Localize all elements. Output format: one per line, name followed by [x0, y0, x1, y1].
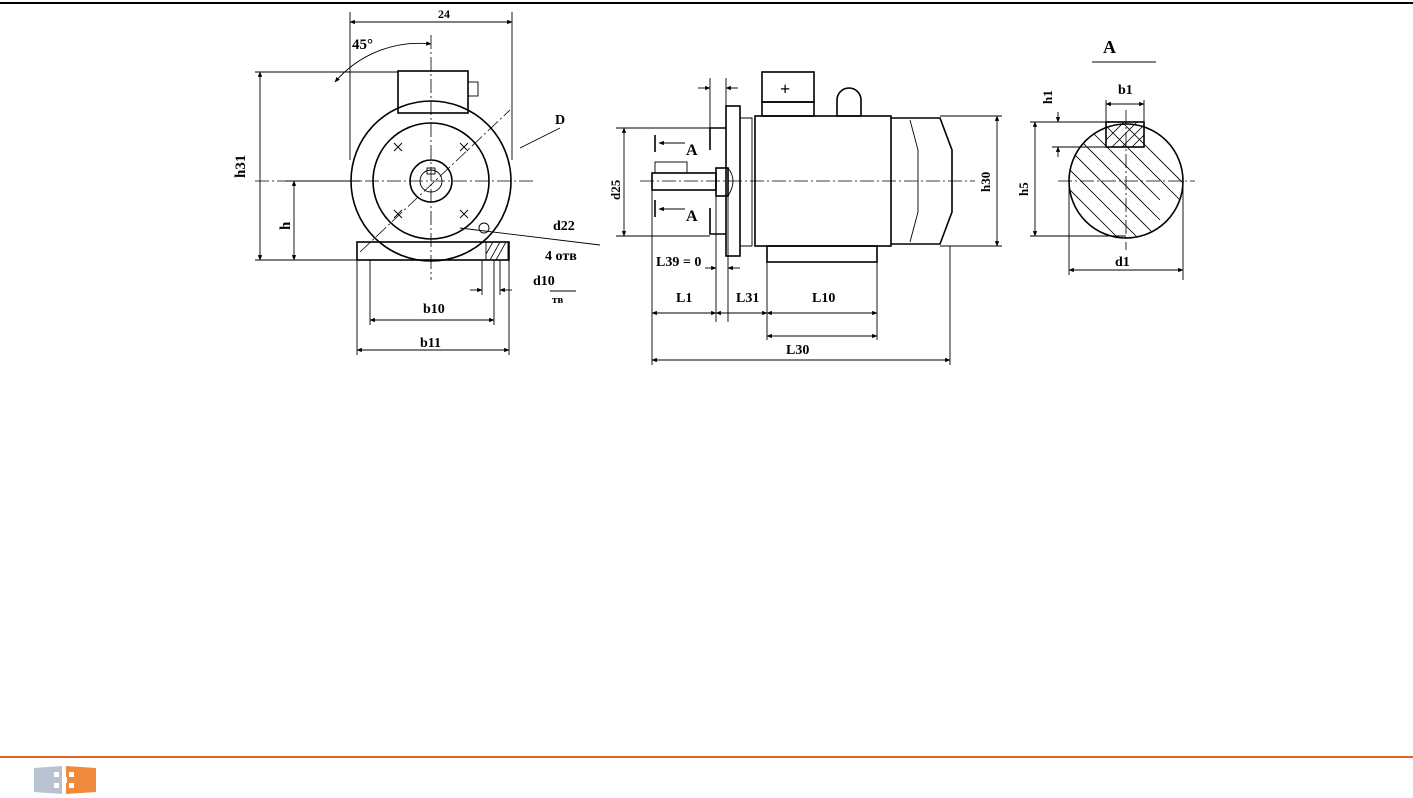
terminal-mark: +	[780, 79, 790, 99]
label-l10: L10	[812, 291, 835, 306]
side-terminal-base	[762, 102, 814, 116]
label-h: h	[278, 221, 294, 230]
terminal-box	[398, 71, 468, 113]
section-title: A	[1103, 37, 1116, 57]
shaft-key-side	[655, 162, 687, 173]
label-h1: h1	[1040, 90, 1055, 104]
label-d22: d22	[553, 219, 575, 234]
label-holes-unit: тв	[552, 294, 563, 306]
section-mark-bottom: A	[686, 208, 698, 225]
label-l24: 24	[438, 7, 450, 21]
label-l1: L1	[676, 291, 692, 306]
label-h5: h5	[1016, 182, 1031, 196]
footer-rule	[0, 756, 1413, 758]
label-b10: b10	[423, 302, 445, 317]
label-l39: L39 = 0	[656, 255, 701, 270]
label-angle: 45°	[352, 37, 373, 53]
side-view: + A A	[608, 72, 1002, 365]
label-d20: D	[555, 113, 565, 128]
label-h30: h30	[978, 172, 993, 192]
section-mark-top: A	[686, 142, 698, 159]
label-h31: h31	[233, 155, 249, 178]
label-b11: b11	[420, 336, 441, 351]
cable-gland	[468, 82, 478, 96]
label-d25: d25	[608, 179, 623, 200]
side-feet	[767, 246, 877, 262]
company-logo-icon	[32, 764, 98, 796]
motor-dimension-drawing: 24 45° h31 h b10 b11 d22 4 отв d10 тв D …	[0, 0, 1413, 750]
label-holes: 4 отв	[545, 249, 577, 264]
label-d10: d10	[533, 274, 555, 289]
front-view: 24 45° h31 h b10 b11 d22 4 отв d10 тв D	[233, 7, 600, 355]
label-d1: d1	[1115, 255, 1130, 270]
shaft	[652, 173, 716, 190]
label-b1: b1	[1118, 83, 1133, 98]
lifting-eye	[837, 88, 861, 116]
label-l31: L31	[736, 291, 759, 306]
section-view: A h1 b1 h5 d1	[1016, 37, 1200, 300]
label-l30: L30	[786, 343, 809, 358]
